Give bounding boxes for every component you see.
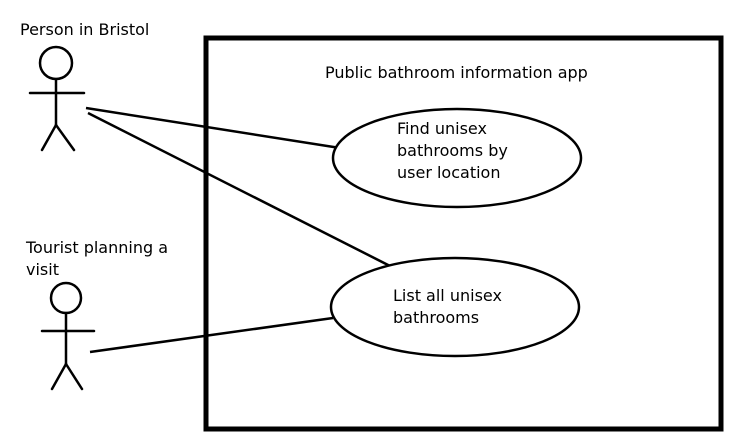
use-case-label-list-all: List all unisex bathrooms: [393, 285, 543, 329]
use-case-line: user location: [397, 163, 501, 182]
use-case-line: List all unisex: [393, 286, 502, 305]
actor-right-leg: [54, 123, 76, 152]
actor-head: [38, 45, 74, 81]
actor-left-leg: [40, 123, 58, 152]
association-person-list-all: [87, 111, 395, 270]
system-title: Public bathroom information app: [325, 63, 588, 82]
actor-label-tourist: Tourist planning a visit: [26, 237, 168, 281]
actor-right-leg: [64, 362, 84, 391]
use-case-list-all-ellipse: [329, 256, 581, 358]
use-case-line: Find unisex: [397, 119, 487, 138]
actor-label-line: Tourist planning a: [26, 238, 169, 257]
use-case-find-unisex-ellipse: [331, 107, 583, 209]
use-case-line: bathrooms: [393, 308, 480, 327]
actor-label-person-in-bristol: Person in Bristol: [20, 19, 149, 41]
use-case-label-find-unisex: Find unisex bathrooms by user location: [397, 118, 547, 184]
actor-person-in-bristol: [28, 45, 86, 152]
actor-head: [49, 281, 83, 315]
association-tourist-list-all: [89, 316, 334, 354]
actor-label-line: visit: [26, 260, 59, 279]
use-case-line: bathrooms by: [397, 141, 508, 160]
actor-left-leg: [50, 362, 68, 391]
actor-tourist: [40, 281, 96, 391]
association-person-find-unisex: [85, 106, 341, 150]
actor-label-line: Person in Bristol: [20, 20, 150, 39]
system-boundary: [203, 35, 724, 432]
